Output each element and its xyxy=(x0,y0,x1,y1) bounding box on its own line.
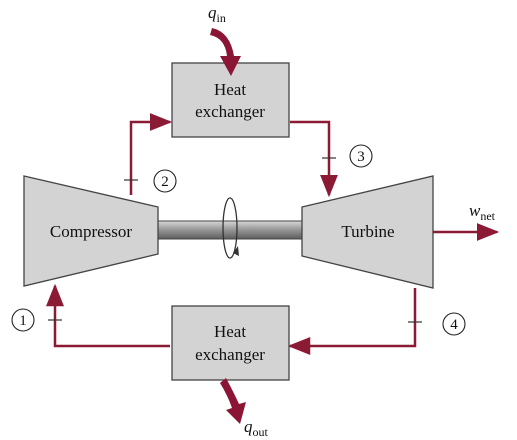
state-label-1: 1 xyxy=(19,313,27,329)
state-circle-1 xyxy=(11,308,35,332)
heat-exchanger-top xyxy=(171,62,290,138)
heat-exchanger-bottom xyxy=(171,305,290,381)
heat-exchanger-top-label-line1: Heat xyxy=(214,80,246,99)
state-label-4: 4 xyxy=(450,317,458,333)
state-circle-2 xyxy=(153,169,177,193)
turbine xyxy=(301,175,434,289)
rotation-arrow-icon xyxy=(233,246,239,256)
rotation-indicator-icon xyxy=(222,197,238,259)
shaft xyxy=(155,220,305,240)
heat-exchanger-bottom-label-line2: exchanger xyxy=(195,345,265,364)
state-label-2: 2 xyxy=(161,174,169,190)
heat-in-arrow xyxy=(210,28,241,76)
compressor-label: Compressor xyxy=(50,222,133,241)
state-circle-3 xyxy=(349,144,373,168)
q-out-label: qout xyxy=(244,417,269,439)
turbine-label: Turbine xyxy=(341,222,394,241)
q-in-label: qin xyxy=(208,3,226,25)
heat-exchanger-top-label-line2: exchanger xyxy=(195,102,265,121)
state-circle-4 xyxy=(442,312,466,336)
pipe-4-to-heat-exchanger-bottom xyxy=(287,288,417,355)
heat-exchanger-bottom-label-line1: Heat xyxy=(214,322,246,341)
heat-out-arrow xyxy=(220,378,246,424)
compressor xyxy=(23,175,159,287)
pipe-heat-exchanger-top-to-3 xyxy=(290,120,338,198)
state-label-3: 3 xyxy=(357,149,365,165)
pipe-2-to-heat-exchanger-top xyxy=(129,113,173,195)
pipe-heat-exchanger-bottom-to-1 xyxy=(46,283,170,348)
w-net-label: wnet xyxy=(469,201,496,223)
